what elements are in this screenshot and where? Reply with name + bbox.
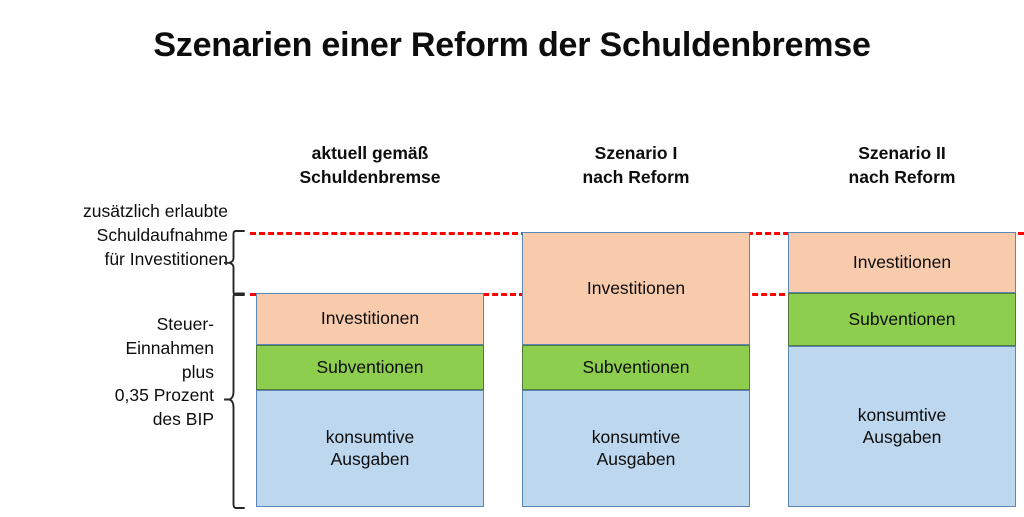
- bar-column-aktuell[interactable]: Investitionen Subventionen konsumtive Au…: [256, 293, 484, 507]
- column-header-line-2: Schuldenbremse: [299, 167, 441, 188]
- brace-upper: [224, 230, 246, 296]
- column-header-line-2: nach Reform: [582, 167, 690, 188]
- bar-segment-subventionen[interactable]: Subventionen: [788, 293, 1016, 346]
- column-header-line-1: aktuell gemäß: [311, 143, 429, 163]
- bar-segment-konsumtive-ausgaben[interactable]: konsumtive Ausgaben: [788, 346, 1016, 507]
- column-header-line-1: Szenario I: [594, 143, 678, 163]
- side-label-line-1: zusätzlich erlaubte: [83, 201, 228, 221]
- bar-column-szenario-1[interactable]: Investitionen Subventionen konsumtive Au…: [522, 232, 750, 507]
- bar-segment-label-line-1: konsumtive: [857, 405, 947, 426]
- bar-segment-label: konsumtive Ausgaben: [322, 427, 419, 470]
- bar-segment-label: Subventionen: [316, 356, 424, 377]
- column-header-line-2: nach Reform: [848, 167, 956, 188]
- side-label-line-2: Einnahmen: [125, 337, 214, 358]
- column-header-szenario-1: Szenario I nach Reform: [522, 141, 750, 189]
- brace-lower: [224, 292, 246, 510]
- side-label-steuereinnahmen: Steuer- Einnahmen plus 0,35 Prozent des …: [0, 313, 214, 432]
- bar-segment-investitionen[interactable]: Investitionen: [788, 232, 1016, 293]
- bar-segment-label: Investitionen: [586, 277, 686, 298]
- bar-segment-label-line-2: Ausgaben: [862, 426, 942, 447]
- bar-segment-label: Subventionen: [582, 356, 690, 377]
- bar-segment-konsumtive-ausgaben[interactable]: konsumtive Ausgaben: [256, 390, 484, 507]
- bar-segment-subventionen[interactable]: Subventionen: [522, 345, 750, 390]
- bar-segment-label: Investitionen: [852, 251, 952, 272]
- bar-segment-investitionen[interactable]: Investitionen: [256, 293, 484, 345]
- bar-segment-label-line-2: Ausgaben: [330, 448, 410, 469]
- side-label-line-5: des BIP: [152, 409, 214, 430]
- bar-segment-label-line-1: konsumtive: [325, 427, 415, 448]
- side-label-line-1: Steuer-: [156, 314, 214, 334]
- bar-segment-label-line-1: konsumtive: [591, 427, 681, 448]
- side-label-zusaetzliche-schuldaufnahme: zusätzlich erlaubte Schuldaufnahme für I…: [0, 200, 228, 271]
- bar-segment-label: konsumtive Ausgaben: [854, 405, 951, 448]
- bar-segment-label-line-2: Ausgaben: [596, 448, 676, 469]
- page-title: Szenarien einer Reform der Schuldenbrems…: [153, 26, 871, 64]
- side-label-line-3: für Investitionen: [104, 248, 228, 269]
- side-label-line-3: plus: [181, 361, 214, 382]
- column-header-aktuell: aktuell gemäß Schuldenbremse: [256, 141, 484, 189]
- bar-segment-label: konsumtive Ausgaben: [588, 427, 685, 470]
- side-label-line-2: Schuldaufnahme: [96, 224, 228, 245]
- column-header-szenario-2: Szenario II nach Reform: [788, 141, 1016, 189]
- side-label-line-4: 0,35 Prozent: [114, 385, 214, 406]
- bar-segment-label: Subventionen: [848, 308, 956, 329]
- bar-column-szenario-2[interactable]: Investitionen Subventionen konsumtive Au…: [788, 232, 1016, 507]
- bar-segment-investitionen[interactable]: Investitionen: [522, 232, 750, 345]
- column-header-line-1: Szenario II: [858, 143, 946, 163]
- bar-segment-subventionen[interactable]: Subventionen: [256, 345, 484, 390]
- bar-segment-label: Investitionen: [320, 308, 420, 329]
- bar-segment-konsumtive-ausgaben[interactable]: konsumtive Ausgaben: [522, 390, 750, 507]
